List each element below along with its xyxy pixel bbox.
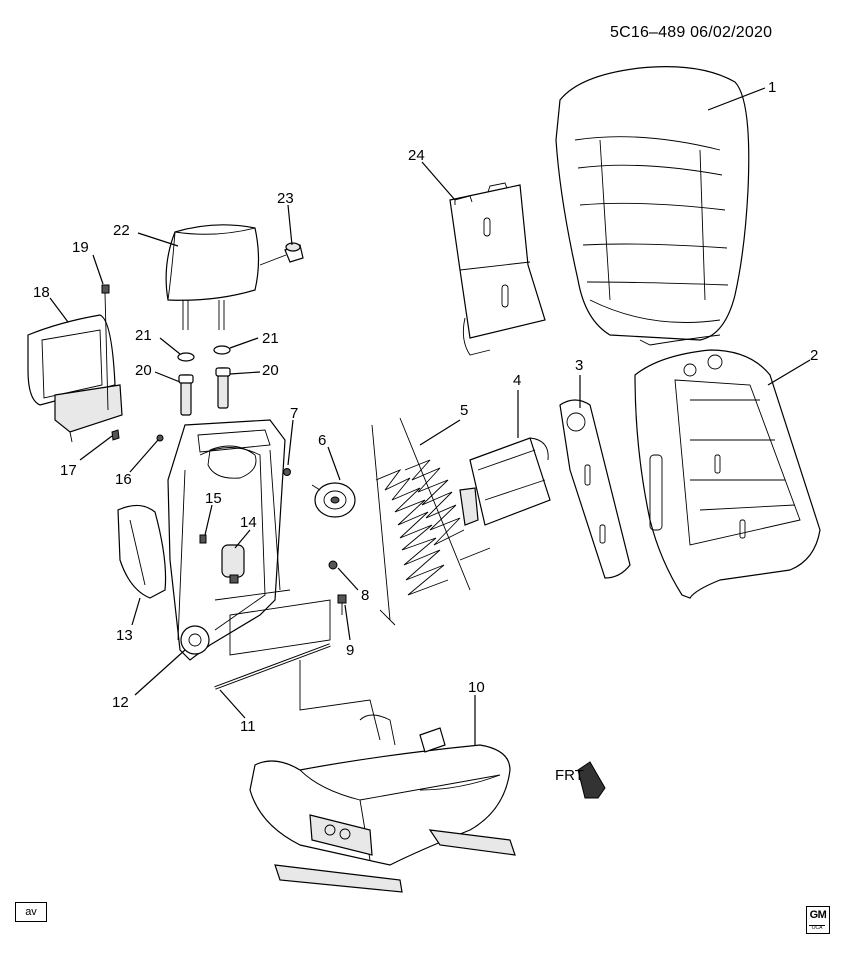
callout-10: 10 bbox=[468, 679, 485, 696]
callout-4: 4 bbox=[513, 372, 521, 389]
frt-label: FRT bbox=[555, 767, 584, 784]
part-1-seat-back-cover bbox=[555, 66, 750, 346]
part-24-back-panel bbox=[449, 182, 546, 356]
part-5-suspension-mat bbox=[371, 417, 491, 626]
part-20-guide-left bbox=[178, 374, 194, 416]
callout-14: 14 bbox=[240, 514, 257, 531]
part-12-seat-back-frame bbox=[167, 419, 291, 661]
callout-21-right: 21 bbox=[262, 330, 279, 347]
callout-20-left: 20 bbox=[135, 362, 152, 379]
callout-7: 7 bbox=[290, 405, 298, 422]
assembly-bracket bbox=[229, 599, 331, 656]
callout-23: 23 bbox=[277, 190, 294, 207]
view-code-box: av bbox=[15, 902, 47, 922]
part-21-washer-right bbox=[213, 345, 231, 355]
part-15-clip bbox=[199, 534, 207, 544]
callout-5: 5 bbox=[460, 402, 468, 419]
part-16-bolt bbox=[156, 434, 164, 442]
part-9-bolt bbox=[337, 594, 347, 615]
callout-9: 9 bbox=[346, 642, 354, 659]
part-2-back-shell bbox=[634, 349, 821, 599]
part-4-lumbar-module bbox=[459, 437, 551, 526]
part-3-side-panel bbox=[559, 399, 631, 579]
part-20-guide-right bbox=[215, 367, 231, 409]
callout-8: 8 bbox=[361, 587, 369, 604]
callout-12: 12 bbox=[112, 694, 129, 711]
gm-logo: GM OCA bbox=[806, 906, 830, 934]
callout-19: 19 bbox=[72, 239, 89, 256]
callout-1: 1 bbox=[768, 79, 776, 96]
part-19-screw bbox=[101, 284, 110, 411]
assembly-link-line bbox=[299, 660, 381, 741]
callout-21-left: 21 bbox=[135, 327, 152, 344]
part-7-bolt bbox=[283, 468, 291, 476]
callout-3: 3 bbox=[575, 357, 583, 374]
callout-17: 17 bbox=[60, 462, 77, 479]
part-17-clip bbox=[111, 429, 120, 441]
callout-24: 24 bbox=[408, 147, 425, 164]
leader-lines bbox=[49, 87, 811, 745]
part-22-headrest bbox=[165, 224, 260, 330]
part-14-recliner-motor bbox=[221, 544, 245, 584]
part-8-bolt bbox=[328, 560, 338, 570]
part-23-guide-cap bbox=[284, 242, 304, 263]
rod-highlight bbox=[214, 644, 331, 689]
gm-logo-text: GM bbox=[809, 909, 827, 921]
callout-6: 6 bbox=[318, 432, 326, 449]
gm-logo-subtext: OCA bbox=[809, 925, 825, 931]
callout-22: 22 bbox=[113, 222, 130, 239]
callout-20-right: 20 bbox=[262, 362, 279, 379]
front-direction-arrow: FRT bbox=[555, 761, 606, 799]
callout-13: 13 bbox=[116, 627, 133, 644]
callout-2: 2 bbox=[810, 347, 818, 364]
part-13-side-shield bbox=[117, 504, 167, 599]
callout-11: 11 bbox=[240, 718, 256, 735]
part-18-trim-panel bbox=[27, 314, 123, 443]
callout-15: 15 bbox=[205, 490, 222, 507]
callout-16: 16 bbox=[115, 471, 132, 488]
part-21-washer-left bbox=[177, 352, 195, 362]
part-6-disc-component bbox=[311, 482, 356, 518]
callout-18: 18 bbox=[33, 284, 50, 301]
part-10-seat-cushion bbox=[249, 714, 516, 893]
diagram-code-date: 5C16–489 06/02/2020 bbox=[610, 24, 773, 41]
